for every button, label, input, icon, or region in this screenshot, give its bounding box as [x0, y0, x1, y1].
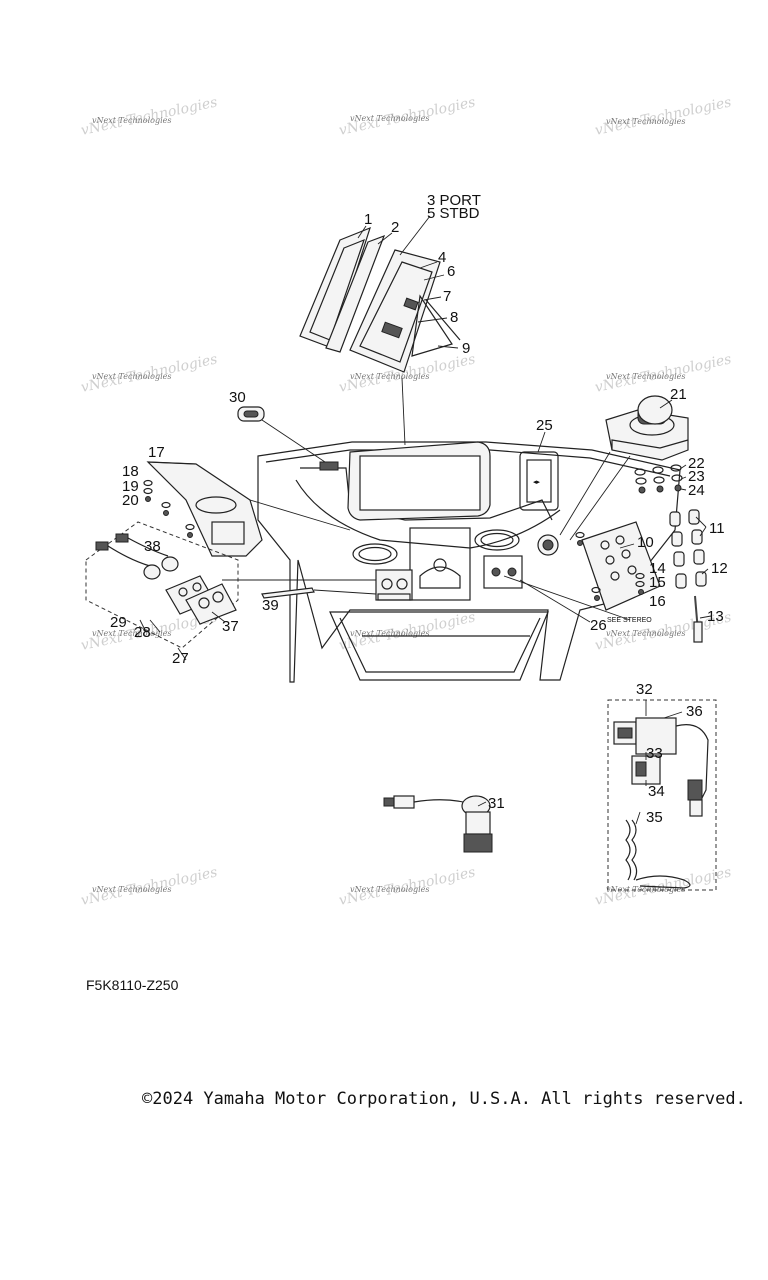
callout-15: 15	[649, 574, 666, 591]
usb-dashed-group	[85, 521, 239, 649]
leader-lines-center	[503, 431, 631, 623]
lanyard-switch-assembly	[607, 699, 717, 891]
watermark: vNext Technologies	[92, 885, 171, 894]
lanyard-dashed-group	[607, 699, 717, 891]
remote-fob	[237, 406, 326, 463]
sensor-31	[383, 795, 493, 853]
callout-39: 39	[262, 597, 279, 614]
watermark: vNext Technologies	[350, 114, 429, 123]
display-bracket-wire	[425, 299, 461, 341]
callout-8: 8	[450, 309, 458, 326]
callout-16: 16	[649, 593, 666, 610]
callout-4: 4	[438, 249, 446, 266]
callout-36: 36	[686, 703, 703, 720]
glove-box-inner	[339, 617, 541, 673]
callout-29: 29	[110, 614, 127, 631]
switch-plate	[581, 509, 709, 611]
watermark: vNext Technologies	[606, 885, 685, 894]
glove-box	[329, 611, 549, 681]
callout-13: 13	[707, 608, 724, 625]
callout-27: 27	[172, 650, 189, 667]
callout-25: 25	[536, 417, 553, 434]
callout-35: 35	[646, 809, 663, 826]
console-rim	[265, 449, 671, 477]
display-housing-inner	[359, 261, 433, 363]
watermark: vNext Technologies	[350, 885, 429, 894]
phone-holder	[519, 451, 559, 511]
watermark: vNext Technologies	[92, 372, 171, 381]
button-set	[669, 509, 707, 589]
svg-text:◂▸: ◂▸	[533, 479, 541, 486]
cup-holder-right	[474, 529, 520, 551]
callout-9: 9	[462, 340, 470, 357]
callouts: 1 2 3 PORT 5 STBD 4 6 7 8 9 30 25 21 17 …	[110, 192, 728, 826]
leader-lines-top	[357, 215, 459, 446]
see-stereo-note: SEE STEREO	[607, 617, 652, 624]
center-panel	[409, 527, 471, 601]
display-gasket	[325, 234, 386, 353]
callout-34: 34	[648, 783, 665, 800]
joystick-controller	[559, 395, 689, 541]
usb-assembly	[85, 521, 376, 661]
hardware-14-16	[575, 531, 645, 601]
callout-17: 17	[148, 444, 165, 461]
callout-37: 37	[222, 618, 239, 635]
figure-code: F5K8110-Z250	[86, 977, 179, 993]
callout-31: 31	[488, 795, 505, 812]
display-bracket	[411, 294, 453, 357]
callout-11: 11	[709, 520, 725, 537]
callout-6: 6	[447, 263, 455, 280]
center-panel-cutout	[419, 566, 461, 589]
watermark: vNext Technologies	[606, 117, 685, 126]
callout-12: 12	[711, 560, 728, 577]
display-connector	[403, 297, 419, 311]
callout-18: 18	[122, 463, 139, 480]
cover-panel-17	[143, 461, 351, 557]
hardware-22-24	[634, 464, 687, 494]
callout-10: 10	[637, 534, 654, 551]
console-inner-edge	[300, 467, 553, 521]
copyright-notice: ©2024 Yamaha Motor Corporation, U.S.A. A…	[142, 1089, 746, 1109]
callout-20: 20	[122, 492, 139, 509]
control-switch-panel	[483, 555, 523, 589]
callout-21: 21	[670, 386, 687, 403]
callout-1: 1	[364, 211, 372, 228]
callout-14: 14	[649, 560, 666, 577]
wedge-part	[261, 587, 377, 599]
callout-2: 2	[391, 219, 399, 236]
display-connector	[381, 321, 403, 339]
callout-32: 32	[636, 681, 653, 698]
display-assembly-exploded	[299, 226, 461, 373]
watermark: vNext Technologies	[92, 116, 171, 125]
watermark: vNext Technologies	[350, 629, 429, 638]
callout-7: 7	[443, 288, 451, 305]
callout-23: 23	[688, 468, 705, 485]
callout-26: 26	[590, 617, 607, 634]
console-outline	[257, 441, 681, 683]
callout-24: 24	[688, 482, 705, 499]
callout-3: 3 PORT	[427, 192, 481, 209]
callout-28: 28	[134, 624, 151, 641]
callout-30: 30	[229, 389, 246, 406]
watermark: vNext Technologies	[606, 372, 685, 381]
main-display-screen	[359, 455, 481, 511]
callout-19: 19	[122, 478, 139, 495]
watermark: vNext Technologies	[92, 629, 171, 638]
cup-holder-left	[352, 543, 398, 565]
callout-38: 38	[144, 538, 161, 555]
callout-22: 22	[688, 455, 705, 472]
dashboard-console: ◂▸	[257, 441, 681, 683]
usb-bezel	[185, 583, 237, 625]
rod-part	[693, 595, 712, 643]
callout-5: 5 STBD	[427, 205, 480, 222]
console-trim-line	[295, 479, 561, 549]
watermark: vNext Technologies	[606, 629, 685, 638]
display-housing	[349, 249, 441, 373]
callout-33: 33	[646, 745, 663, 762]
console-remote-mount	[319, 461, 339, 471]
watermark: vNext Technologies	[350, 372, 429, 381]
